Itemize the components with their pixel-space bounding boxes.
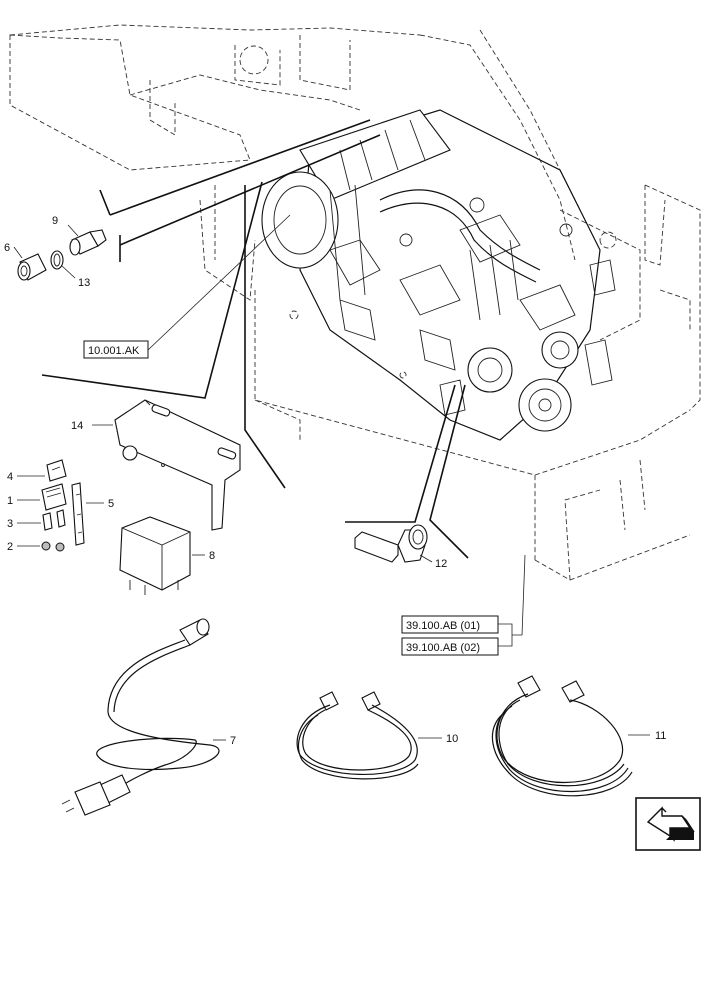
- relay-box-part-8: [119, 516, 205, 595]
- callout-3: 3: [7, 518, 13, 530]
- engine-reference-label: 10.001.AK: [88, 345, 140, 357]
- harness-reference-label-2: 39.100.AB (02): [406, 642, 480, 654]
- pin-part-3: [17, 509, 66, 531]
- engine-reference-box[interactable]: 10.001.AK: [83, 340, 149, 359]
- arrow-navigation-icon[interactable]: [635, 797, 701, 851]
- o-ring-part-13: [50, 250, 76, 279]
- nut-part-2: [17, 541, 65, 552]
- engine-ref-leader: [147, 214, 291, 351]
- bracket-part-14: [92, 399, 241, 531]
- callout-7: 7: [230, 735, 236, 747]
- callout-13: 13: [78, 277, 90, 289]
- callout-2: 2: [7, 541, 13, 553]
- callout-11: 11: [655, 730, 666, 742]
- fuse-holder-part-1: [17, 483, 67, 511]
- terminal-strip-part-5: [71, 482, 104, 546]
- callout-8: 8: [209, 550, 215, 562]
- engine-assembly: [261, 109, 616, 441]
- harness-reference-label-1: 39.100.AB (01): [406, 620, 480, 632]
- heater-cable-part-7: [61, 618, 226, 816]
- harness-reference-box-1[interactable]: 39.100.AB (01): [401, 615, 499, 634]
- callout-9: 9: [52, 215, 58, 227]
- callout-6: 6: [4, 242, 10, 254]
- harness-ref-bracket: [498, 554, 526, 647]
- cable-part-10: [296, 691, 442, 780]
- adapter-part-6: [13, 246, 47, 281]
- callout-5: 5: [108, 498, 114, 510]
- harness-reference-box-2[interactable]: 39.100.AB (02): [401, 637, 499, 656]
- fuse-part-4: [17, 459, 67, 482]
- pointer-lines: [41, 119, 469, 559]
- callout-4: 4: [7, 471, 13, 483]
- callout-labels: 9 6 13 14 4 1 5 3 2 8 12 7 10 11: [4, 215, 666, 747]
- cable-part-11: [491, 675, 650, 797]
- callout-1: 1: [7, 495, 13, 507]
- callout-10: 10: [446, 733, 458, 745]
- callout-14: 14: [71, 420, 83, 432]
- machine-frame-outline: [9, 24, 701, 581]
- elbow-fitting-part-12: [354, 524, 433, 563]
- callout-12: 12: [435, 558, 447, 570]
- sensor-part-9: [67, 224, 107, 256]
